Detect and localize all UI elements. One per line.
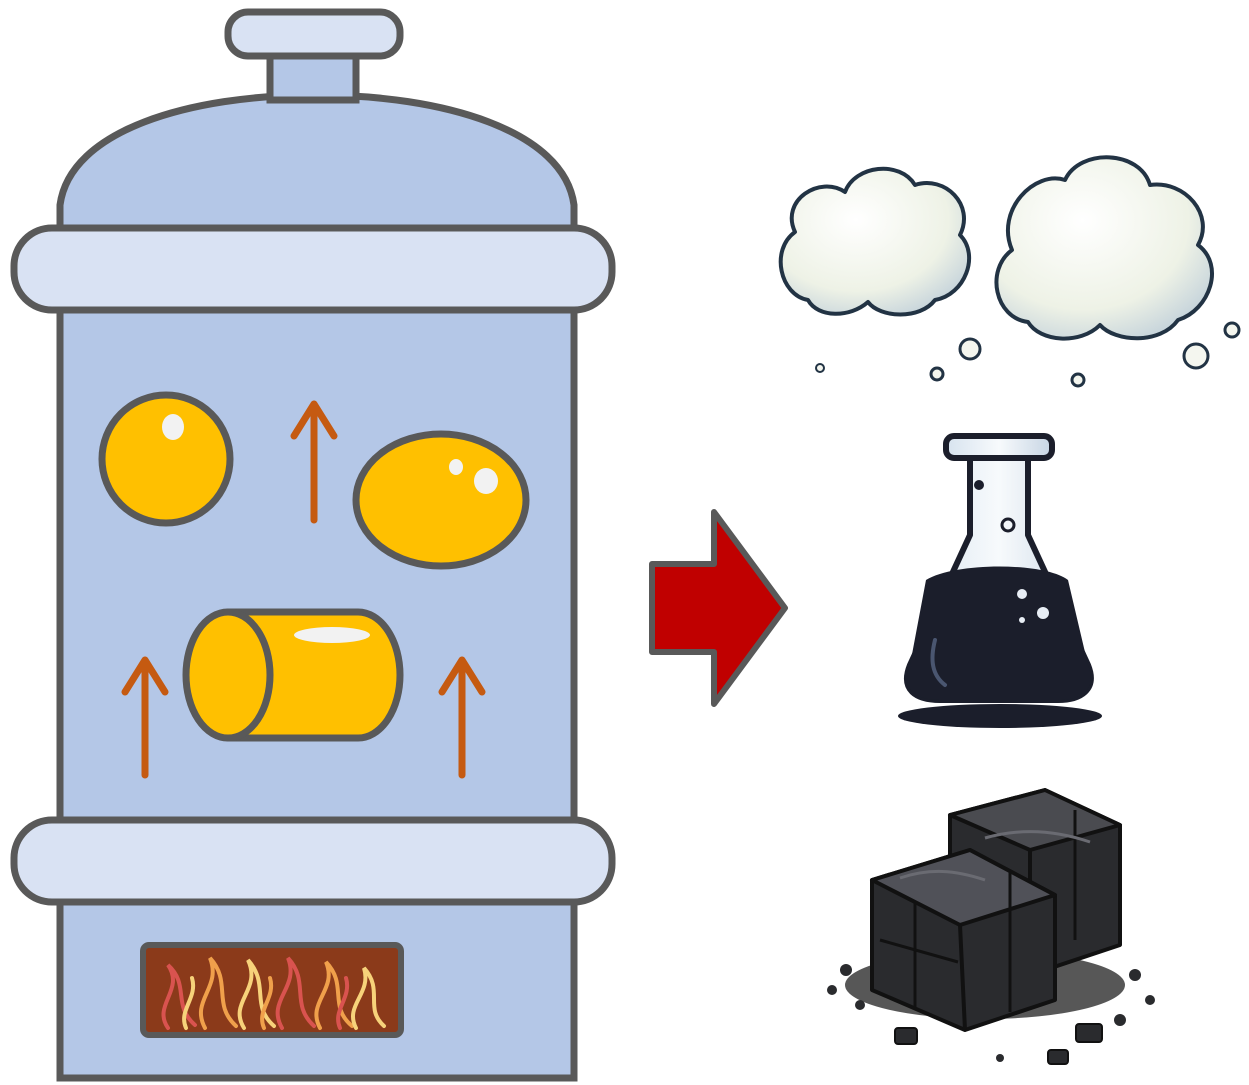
smoke-cloud-icon <box>778 155 1241 388</box>
reactor-bottom-rim <box>10 816 616 906</box>
firebox <box>140 942 404 1038</box>
reactor-lid <box>224 8 404 60</box>
up-arrow-icon <box>121 656 169 779</box>
flask-icon <box>898 433 1102 728</box>
reactor-body <box>56 296 578 844</box>
sphere-particle-icon <box>98 391 234 527</box>
up-arrow-icon <box>438 656 486 779</box>
reactor-top-rim <box>10 224 616 314</box>
ellipsoid-particle-icon <box>352 430 530 570</box>
flame-icon <box>161 956 386 1030</box>
pyrolysis-reactor-icon <box>10 8 616 1082</box>
charcoal-icon <box>827 788 1155 1065</box>
cylinder-particle-icon <box>182 608 404 742</box>
reactor-dome <box>56 91 578 244</box>
right-arrow-icon <box>649 509 788 707</box>
up-arrow-icon <box>290 400 338 524</box>
